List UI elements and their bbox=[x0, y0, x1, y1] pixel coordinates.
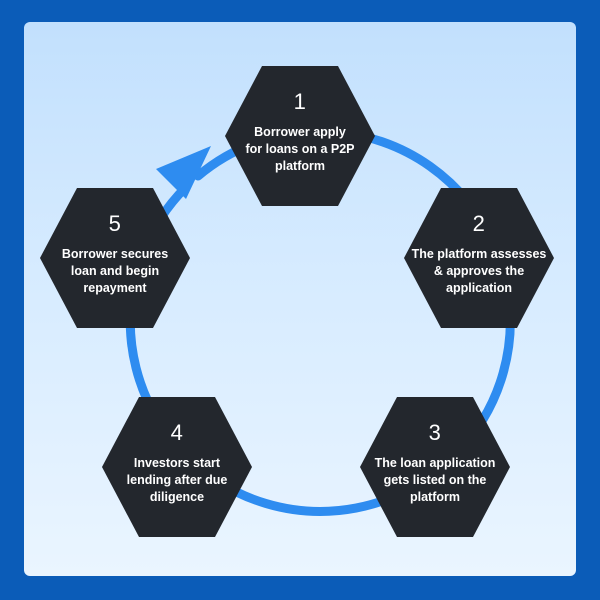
step-1-label: Borrower apply for loans on a P2P platfo… bbox=[245, 125, 355, 173]
step-4-number: 4 bbox=[170, 420, 184, 445]
step-4-hexagon: 4 Investors start lending after due dili… bbox=[102, 397, 252, 537]
step-4-label: Investors start lending after due dilige… bbox=[126, 456, 228, 504]
step-5-number: 5 bbox=[108, 211, 122, 236]
cycle-arrowhead bbox=[156, 146, 211, 199]
step-3-number: 3 bbox=[428, 420, 442, 445]
step-1-number: 1 bbox=[293, 89, 307, 114]
step-5-hexagon: 5 Borrower secures loan and begin repaym… bbox=[40, 188, 190, 328]
step-3-label: The loan application gets listed on the … bbox=[374, 456, 496, 504]
step-1-hexagon: 1 Borrower apply for loans on a P2P plat… bbox=[225, 66, 375, 206]
step-2-label: The platform assesses & approves the app… bbox=[411, 247, 547, 295]
step-2-number: 2 bbox=[472, 211, 486, 236]
step-5-label: Borrower secures loan and begin repaymen… bbox=[61, 247, 169, 295]
step-3-hexagon: 3 The loan application gets listed on th… bbox=[360, 397, 510, 537]
step-2-hexagon: 2 The platform assesses & approves the a… bbox=[404, 188, 554, 328]
